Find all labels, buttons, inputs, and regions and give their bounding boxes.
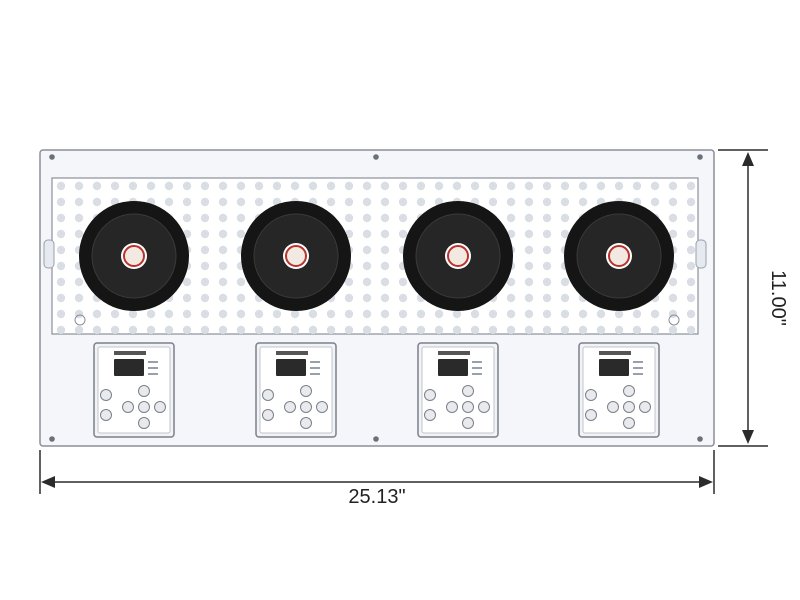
left-slot [43, 239, 55, 269]
width-label: 25.13" [348, 486, 405, 508]
center-button [300, 401, 312, 413]
status-line [148, 361, 158, 363]
lcd-display [599, 359, 629, 376]
screw [373, 436, 379, 442]
up-button [138, 385, 150, 397]
side-button [100, 389, 112, 401]
right-slot [695, 239, 707, 269]
left-button [446, 401, 458, 413]
screw [49, 436, 55, 442]
brand-strip [276, 351, 308, 355]
screw [697, 154, 703, 160]
down-button [623, 417, 635, 429]
side-button [585, 389, 597, 401]
right-button [316, 401, 328, 413]
status-line [148, 373, 158, 375]
right-button [639, 401, 651, 413]
speaker-3 [403, 201, 513, 311]
status-line [310, 373, 320, 375]
center-button [462, 401, 474, 413]
speaker-2 [241, 201, 351, 311]
side-button [424, 409, 436, 421]
center-button [623, 401, 635, 413]
screw [49, 154, 55, 160]
screw [373, 154, 379, 160]
speaker-1 [79, 201, 189, 311]
side-button [262, 389, 274, 401]
right-button [154, 401, 166, 413]
control-panels [93, 342, 660, 438]
grille-corner-circle [668, 314, 680, 326]
status-line [472, 367, 482, 369]
left-button [284, 401, 296, 413]
brand-strip [438, 351, 470, 355]
control-panel-3 [417, 342, 499, 438]
control-panel-2 [255, 342, 337, 438]
dust-cap [447, 245, 469, 267]
control-panel-1 [93, 342, 175, 438]
side-button [100, 409, 112, 421]
up-button [623, 385, 635, 397]
dust-cap [608, 245, 630, 267]
left-button [122, 401, 134, 413]
grille-corner-circle [74, 314, 86, 326]
status-line [472, 373, 482, 375]
control-panel-4 [578, 342, 660, 438]
center-button [138, 401, 150, 413]
down-button [138, 417, 150, 429]
side-button [262, 409, 274, 421]
down-button [462, 417, 474, 429]
width-dimension: 25.13" [39, 450, 715, 508]
height-label: 11.00" [767, 270, 789, 326]
down-button [300, 417, 312, 429]
side-button [424, 389, 436, 401]
dust-cap [123, 245, 145, 267]
lcd-display [276, 359, 306, 376]
left-button [607, 401, 619, 413]
up-button [300, 385, 312, 397]
status-line [472, 361, 482, 363]
screws [49, 154, 703, 442]
lcd-display [114, 359, 144, 376]
status-line [633, 367, 643, 369]
side-button [585, 409, 597, 421]
status-line [633, 373, 643, 375]
brand-strip [599, 351, 631, 355]
height-dimension: 11.00" [718, 149, 789, 447]
lcd-display [438, 359, 468, 376]
status-line [310, 361, 320, 363]
screw [697, 436, 703, 442]
status-line [148, 367, 158, 369]
up-button [462, 385, 474, 397]
speakers [79, 201, 674, 311]
status-line [633, 361, 643, 363]
status-line [310, 367, 320, 369]
speaker-4 [564, 201, 674, 311]
brand-strip [114, 351, 146, 355]
right-button [478, 401, 490, 413]
dust-cap [285, 245, 307, 267]
